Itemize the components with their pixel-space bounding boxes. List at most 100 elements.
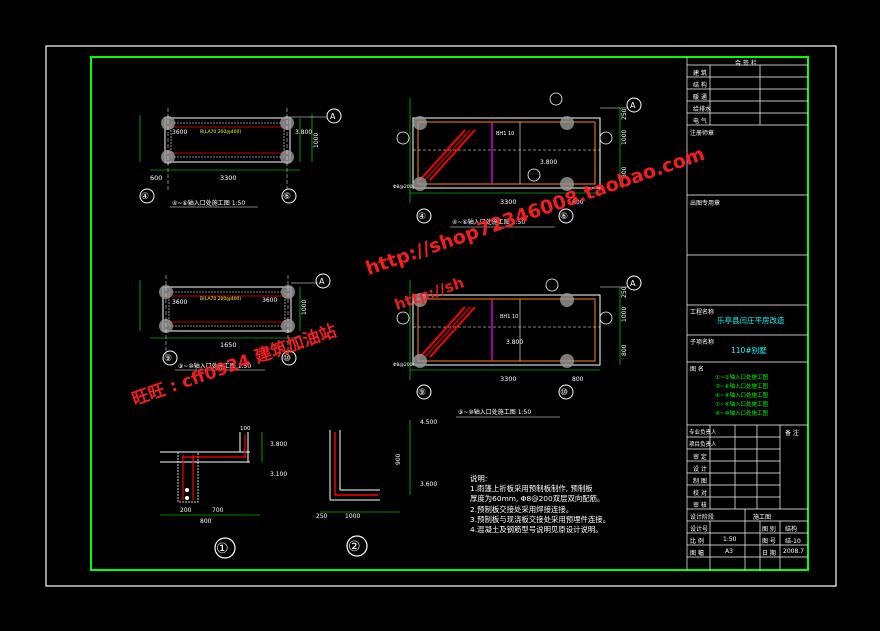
plan-b-dim-250: 250 [621, 108, 628, 120]
plan-a-plate-label: B(LA70 200@400) [200, 129, 241, 135]
plan-b-bars-label: BH1 10 [496, 131, 514, 137]
notes-line-3: 2.预制板交接处采用焊接连接。 [470, 504, 574, 514]
plan-b-dim-1000: 1000 [621, 130, 628, 145]
plan-a-dim-3800: 3.800 [295, 129, 312, 136]
notes-line-2: 厚度为60mm, Φ8@200双层双向配筋。 [470, 494, 605, 504]
detail-1-dim-800: 800 [200, 518, 212, 525]
detail-2-dim-900: 900 [395, 453, 402, 465]
detail-1-dim-200: 200 [180, 507, 192, 514]
plan-a-axis-4: ④ [141, 192, 149, 202]
title-block-grid [686, 57, 808, 570]
plan-d-axis-9: ⑨ [418, 388, 426, 398]
drawing-name-4: ⑦~⑨轴入口处施工图 [715, 402, 768, 408]
plan-d-rebar-label: Φ8@200 [393, 362, 413, 368]
signoff-structure: 结 构 [693, 82, 707, 89]
plan-d-title: ⑨~⑩轴入口处施工图 1:50 [458, 408, 531, 416]
plan-b-dim-3800: 3.800 [540, 159, 557, 166]
countersign-header: 会 签 栏 [735, 60, 757, 67]
plan-c-dim-1650: 1650 [220, 341, 237, 349]
resp-check: 校 对 [693, 490, 707, 497]
resp-design: 设 计 [693, 466, 707, 473]
outer-border [45, 45, 837, 587]
plan-d-dim-1000: 1000 [621, 307, 628, 322]
plan-d-dim-800b: 800 [572, 376, 584, 383]
scale-label: 比 例 [690, 538, 704, 545]
plan-c-axis-10: ⑩ [283, 354, 291, 364]
plan-c: 1650 3600 3600 1000 B(LA70 200@400) A ⑨ … [139, 273, 331, 371]
plan-b-axis-A: A [630, 101, 636, 110]
plan-a-dim-1000: 1000 [313, 133, 320, 148]
project-name-label: 工程名称 [690, 309, 715, 316]
drawing-name-2: ③~⑥轴入口处施工图 [715, 384, 768, 390]
remarks-label: 备 注 [785, 430, 799, 437]
drawing-name-3: ④~⑨轴入口处施工图 [715, 393, 768, 399]
plan-a-dim-3300: 3300 [220, 174, 237, 182]
drawing-category-value: 结构 [785, 526, 798, 533]
signoff-hvac: 暖 通 [693, 94, 707, 101]
detail-2-dim-4500: 4.500 [420, 419, 437, 426]
plan-b-dim-800: 800 [621, 166, 628, 178]
plan-d-bars-label: BH1 10 [500, 314, 518, 320]
subproject-name: 110#别墅 [731, 346, 767, 355]
plan-d-dim-250: 250 [621, 286, 628, 298]
notes-block: 说明: 1.雨篷上折板采用预制板制作, 预制板 厚度为60mm, Φ8@200双… [470, 474, 610, 535]
plan-d-dim-3800: 3.800 [506, 339, 523, 346]
drawing-name-5: ⑧~⑩轴入口处施工图 [715, 411, 768, 417]
date-value: 2008.7 [783, 548, 804, 555]
notes-line-5: 4.混凝土及钢筋型号说明见原设计说明。 [470, 525, 603, 535]
drawing-name-label: 图 名 [690, 366, 704, 373]
signoff-electrical: 电 气 [693, 118, 707, 125]
plan-d-dim-3300: 3300 [500, 375, 517, 383]
notes-line-4: 3.预制板与现浇板交接处采用预埋件连接。 [470, 514, 611, 524]
resp-project-lead: 项目负责人 [689, 442, 717, 448]
resp-professional-lead: 专业负责人 [689, 430, 717, 436]
plan-c-dim-3600b: 3600 [262, 297, 277, 304]
signoff-plumbing: 给排水 [693, 106, 712, 113]
plan-b-axis-6: ⑥ [560, 212, 568, 222]
plan-b-title: ④~⑥轴入口处施工图 1:50 [452, 218, 525, 226]
detail-1-dim-700: 700 [212, 507, 224, 514]
detail-1-dim-3800: 3.800 [270, 441, 287, 448]
plan-d-axis-A: A [630, 279, 636, 288]
plan-a: 3300 600 3600 3.800 1000 B(LA70 200@400)… [139, 108, 342, 208]
resp-review: 审 核 [693, 502, 707, 509]
drawing-number-label: 图 号 [762, 538, 776, 545]
signoff-architecture: 建 筑 [693, 70, 707, 77]
plan-a-axis-A: A [330, 112, 336, 121]
detail-2-dim-250: 250 [316, 513, 328, 520]
design-phase-value: 施工图 [753, 514, 772, 521]
plan-a-dim-3600: 3600 [172, 129, 187, 136]
detail-2-marker: ② [348, 539, 361, 555]
plan-a-axis-6: ⑥ [283, 192, 291, 202]
notes-heading: 说明: [470, 474, 488, 483]
drawing-category-label: 图 别 [762, 526, 776, 533]
drawing-name-1: ①~②轴入口处施工图 [715, 375, 768, 381]
design-seal-label: 出图专用章 [690, 200, 721, 207]
notes-line-1: 1.雨篷上折板采用预制板制作, 预制板 [470, 484, 593, 494]
detail-1-dim-100: 100 [240, 426, 251, 432]
plan-d: 3300 3.800 1000 800 250 800 BH1 10 Φ8@20… [393, 275, 642, 418]
project-name: 乐亭县闫庄平房改造 [717, 316, 785, 325]
plan-b-dim-800b: 800 [572, 199, 584, 206]
resp-draft: 制 图 [693, 478, 707, 485]
plan-c-axis-A: A [319, 277, 325, 286]
plan-b: 3300 3.800 1000 800 250 800 BH1 10 Φ8@20… [393, 92, 642, 228]
plan-b-axis-4: ④ [418, 212, 426, 222]
plan-a-title: ④~⑥轴入口处施工图 1:50 [172, 199, 245, 207]
stamp-label: 注册师章 [690, 130, 715, 137]
resp-approve: 审 定 [693, 454, 707, 461]
plan-b-rebar-label: Φ8@200 [393, 184, 413, 190]
scale-value: 1:50 [723, 536, 737, 543]
plan-a-dim-600: 600 [150, 174, 162, 182]
plan-c-title: ⑨~⑩轴入口处施工图 1:50 [178, 362, 251, 370]
detail-1: 3.800 3.100 100 700 200 800 ① [160, 426, 287, 559]
plan-c-dim-3600: 3600 [172, 299, 187, 306]
drawing-frame [90, 56, 809, 571]
subproject-label: 子项名称 [690, 339, 715, 346]
detail-1-marker: ① [216, 541, 229, 557]
sheet-value: A3 [725, 548, 733, 555]
detail-2-dim-3600: 3.600 [420, 481, 437, 488]
sheet-label: 图 幅 [690, 550, 704, 557]
design-phase-label: 设计阶段 [690, 514, 715, 521]
